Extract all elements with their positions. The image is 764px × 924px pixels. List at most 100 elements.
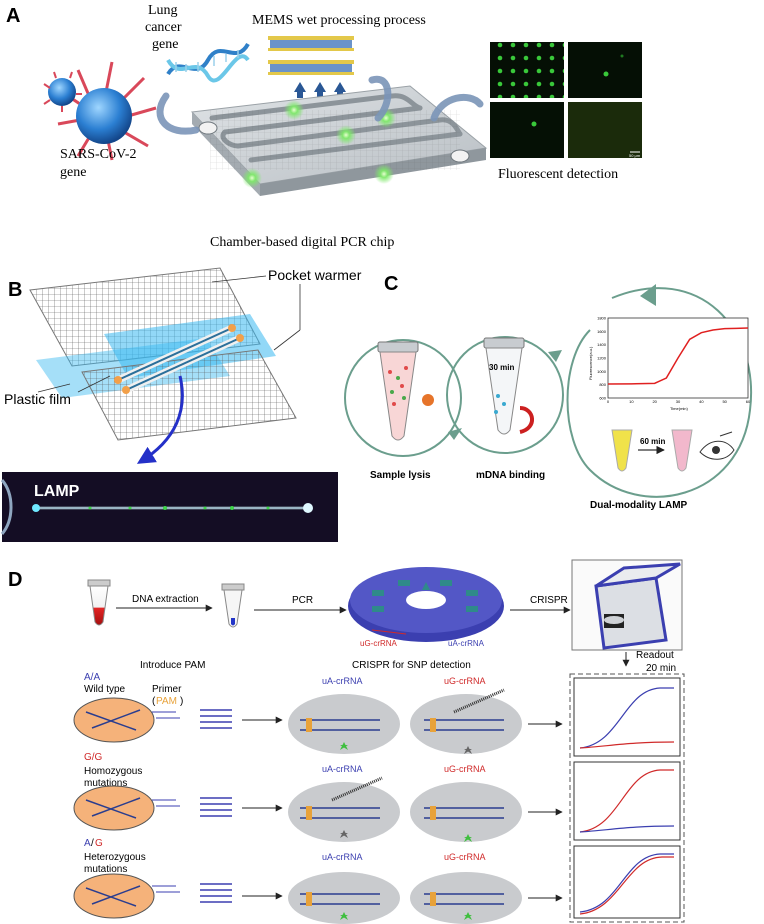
row2-desc1: Homozygous [84,766,142,777]
row3-right-crrna: uG-crRNA [444,852,486,862]
panel-a: A [6,3,642,250]
plot-xtick-label: 20 [652,399,657,404]
chip-caption: Chamber-based digital PCR chip [210,235,394,250]
row3-genotype-a: A [84,838,91,849]
crispr-disc [348,567,504,642]
mdna-binding-circle [446,336,564,454]
plot-xtick-label: 0 [607,399,610,404]
row-heterozygous: A / G Heterozygous mutations uA-crRNA uG… [73,838,681,924]
readout-dashed-box [569,673,685,923]
tube-red-icon [87,579,111,626]
plot-xlabel: Time(min) [670,406,689,411]
readout-time-label: 20 min [646,663,676,674]
sars-gene-label-2: gene [60,165,86,180]
plot-xtick-label: 40 [699,399,704,404]
plot-xtick-label: 60 [746,399,751,404]
lung-cancer-gene-label-1: Lung [148,3,178,18]
plot-xtick-label: 30 [676,399,681,404]
row1-genotype: A/A [84,672,100,683]
pam-paren-open: ( [152,696,156,707]
row2-right-crrna: uG-crRNA [444,764,486,774]
panel-c: C Sample lysis 30 min mDNA binding [344,273,753,511]
pam-label: PAM [156,696,177,707]
time-30-label: 30 min [489,363,514,372]
plot-xtick-label: 10 [629,399,634,404]
sample-tube [377,341,434,441]
row2-left-crrna: uA-crRNA [322,764,363,774]
mdna-binding-label: mDNA binding [476,470,545,481]
plastic-film-label: Plastic film [4,391,71,407]
row1-desc: Wild type [84,684,126,695]
plot-ytick-label: 800 [599,382,606,387]
sample-lysis-label: Sample lysis [370,470,431,481]
pcr-label: PCR [292,595,313,606]
row3-desc2: mutations [84,864,127,875]
readout-instrument [571,559,683,651]
row-wild-type: A/A Wild type Primer ( PAM ) uA-crRNA uG… [73,672,681,757]
pocket-warmer-label: Pocket warmer [268,267,362,283]
mems-wafer-layers [268,36,354,98]
plot-ytick-label: 1200 [597,356,607,361]
mems-process-title: MEMS wet processing process [252,13,426,28]
panel-a-letter: A [6,5,20,27]
digital-pcr-chip [190,85,488,196]
plot-xtick-label: 50 [722,399,727,404]
row-homozygous: G/G Homozygous mutations uA-crRNA uG-crR… [73,752,681,842]
uG-crRNA-disc-label: uG-crRNA [360,639,398,648]
fluorescent-detection-label: Fluorescent detection [498,167,618,182]
tube-blue-icon [221,583,245,628]
plot-ytick-label: 600 [599,396,606,401]
dna-extraction-label: DNA extraction [132,594,199,605]
cycle-arrowhead-1 [448,428,462,440]
dual-lamp-circle [566,287,753,498]
plot-ytick-label: 1600 [597,329,607,334]
time-60-label: 60 min [640,437,665,446]
uA-crRNA-disc-label: uA-crRNA [448,639,485,648]
cycle-arrowhead-3 [640,284,656,306]
sars-gene-label-1: SARS-CoV-2 [60,147,137,162]
row1-right-crrna: uG-crRNA [444,676,486,686]
row2-genotype: G/G [84,752,103,763]
introduce-pam-label: Introduce PAM [140,660,205,671]
panel-c-letter: C [384,273,398,295]
primer-label: Primer [152,684,182,695]
panel-d-letter: D [8,569,22,591]
panel-b: B Pocket warmer Plastic film [0,267,362,542]
lamp-label: LAMP [34,483,80,500]
row1-left-crrna: uA-crRNA [322,676,363,686]
panel-d: D DNA extraction PCR [8,559,685,924]
plot-series-line [607,327,749,385]
row3-desc1: Heterozygous [84,852,146,863]
readout-label: Readout [636,650,674,661]
scale-bar-label: 50 μm [629,153,641,158]
plot-ticks: 600 800 1000 1200 1400 1600 1800 0 10 20 30 40 50 60 [597,316,751,405]
row3-genotype-sep: / [91,838,94,849]
lamp-capillary-tubes [114,324,244,394]
row3-left-crrna: uA-crRNA [322,852,363,862]
sample-lysis-circle [344,339,462,457]
crispr-label: CRISPR [530,595,568,606]
crispr-snp-label: CRISPR for SNP detection [352,660,471,671]
lamp-photo: LAMP [0,472,338,542]
cycle-arrowhead-2 [548,350,562,362]
lung-cancer-gene-label-3: gene [152,37,178,52]
dna-helix-icon [166,42,250,83]
panel-a-curved-arrows [156,75,484,135]
lamp-zoom-arrow [136,375,184,464]
eye-icon [699,431,735,460]
sars-cov-2-virus-icon [43,61,157,161]
plot-ylabel: Fluorescence(a.u.) [588,346,593,380]
fluorescent-image-grid: 50 μm [490,42,642,158]
mdna-tube: 30 min [483,337,534,435]
row2-desc2: mutations [84,778,127,789]
panel-b-letter: B [8,279,22,301]
plot-ytick-label: 1000 [597,369,607,374]
plot-ytick-label: 1400 [597,342,607,347]
pam-paren-close: ) [180,696,183,707]
dual-modality-label: Dual-modality LAMP [590,500,688,511]
lung-cancer-gene-label-2: cancer [145,20,182,35]
lamp-color-tubes: 60 min [611,429,735,472]
row3-genotype-g: G [95,838,103,849]
plot-ytick-label: 1800 [597,316,607,321]
